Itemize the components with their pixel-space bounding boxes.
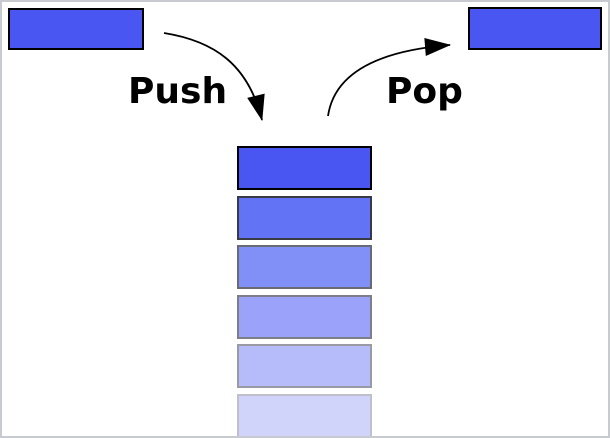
stack-column [237,146,372,436]
stack-cell-2 [237,245,372,290]
incoming-item-box [8,8,144,50]
stack-cell-3 [237,294,372,339]
stack-cell-5 [237,393,372,436]
pop-label: Pop [386,71,463,112]
stack-cell-0 [237,146,372,190]
outgoing-item-box [468,7,602,50]
stack-cell-1 [237,195,372,240]
stack-cell-4 [237,344,372,389]
push-label: Push [128,71,228,112]
